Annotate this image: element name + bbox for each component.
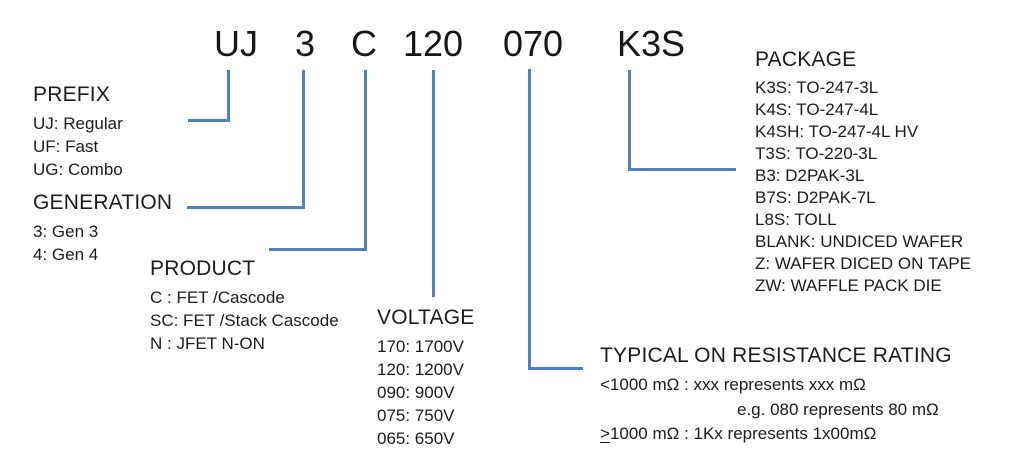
resistance-example: e.g. 080 represents 80 mΩ (737, 399, 939, 419)
section-generation: GENERATION 3: Gen 3 4: Gen 4 (33, 192, 172, 266)
section-package: PACKAGE K3S: TO-247-3L K4S: TO-247-4L K4… (755, 49, 971, 297)
part-segment-package: K3S (617, 23, 686, 64)
voltage-item: 075: 750V (377, 406, 455, 425)
package-item: B3: D2PAK-3L (755, 166, 865, 185)
package-item: B7S: D2PAK-7L (755, 188, 876, 207)
voltage-item: 065: 650V (377, 429, 455, 448)
package-item: Z: WAFER DICED ON TAPE (755, 254, 971, 273)
connector-voltage-line (432, 70, 435, 297)
greater-equal-symbol: > (600, 424, 610, 443)
section-resistance: TYPICAL ON RESISTANCE RATING <1000 mΩ : … (600, 345, 952, 447)
package-item: K4SH: TO-247-4L HV (755, 122, 919, 141)
voltage-item: 170: 1700V (377, 337, 464, 356)
package-item: ZW: WAFFLE PACK DIE (755, 276, 942, 295)
connector-package-line (628, 70, 736, 171)
prefix-item: UF: Fast (33, 137, 99, 156)
connector-resistance-line (528, 69, 583, 370)
resistance-rule-high: >1000 mΩ : 1Kx represents 1x00mΩ (600, 422, 952, 447)
resistance-rule-high-text: 1000 mΩ : 1Kx represents 1x00mΩ (609, 424, 877, 443)
generation-item: 4: Gen 4 (33, 245, 99, 264)
section-voltage: VOLTAGE 170: 1700V 120: 1200V 090: 900V … (377, 307, 474, 450)
product-item: N : JFET N-ON (150, 334, 265, 353)
part-segment-product: C (351, 23, 377, 64)
section-product: PRODUCT C : FET /Cascode SC: FET /Stack … (150, 258, 339, 355)
section-package-title: PACKAGE (755, 48, 857, 71)
connector-generation-line (187, 70, 305, 209)
section-prefix: PREFIX UJ: Regular UF: Fast UG: Combo (33, 84, 123, 181)
section-resistance-title: TYPICAL ON RESISTANCE RATING (600, 344, 952, 367)
generation-item: 3: Gen 3 (33, 222, 99, 241)
part-segment-prefix: UJ (214, 23, 258, 64)
resistance-rule-low: <1000 mΩ : xxx represents xxx mΩ (600, 375, 866, 394)
section-prefix-title: PREFIX (33, 83, 111, 106)
voltage-item: 090: 900V (377, 383, 455, 402)
section-generation-title: GENERATION (33, 191, 173, 214)
package-item: L8S: TOLL (755, 210, 837, 229)
section-voltage-title: VOLTAGE (377, 306, 475, 329)
package-item: K4S: TO-247-4L (755, 100, 879, 119)
part-segment-resistance: 070 (503, 23, 564, 64)
package-item: BLANK: UNDICED WAFER (755, 232, 964, 251)
connector-product-line (269, 70, 367, 251)
prefix-item: UJ: Regular (33, 114, 123, 133)
connector-prefix-line (188, 70, 230, 122)
prefix-item: UG: Combo (33, 160, 123, 179)
package-item: K3S: TO-247-3L (755, 78, 879, 97)
part-segment-generation: 3 (295, 23, 316, 64)
product-item: SC: FET /Stack Cascode (150, 311, 339, 330)
section-product-title: PRODUCT (150, 257, 256, 280)
package-item: T3S: TO-220-3L (755, 144, 878, 163)
part-segment-voltage: 120 (403, 23, 464, 64)
product-item: C : FET /Cascode (150, 288, 285, 307)
voltage-item: 120: 1200V (377, 360, 464, 379)
